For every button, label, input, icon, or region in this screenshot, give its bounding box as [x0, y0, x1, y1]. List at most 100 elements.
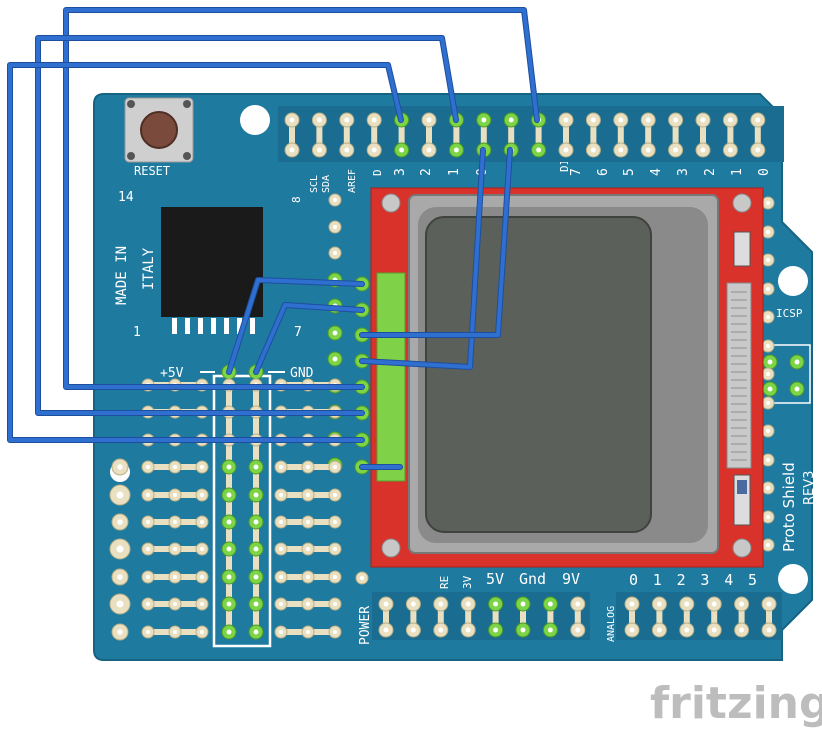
pad-hole — [253, 574, 259, 580]
pad-hole — [332, 464, 338, 470]
pad-hole — [199, 464, 205, 470]
pad-hole — [383, 627, 389, 633]
plus5v-label: +5V — [160, 366, 184, 381]
pad-hole — [305, 629, 311, 635]
pad-hole — [199, 601, 205, 607]
pad-hole — [278, 546, 284, 552]
pad-hole — [199, 574, 205, 580]
pad-hole — [116, 545, 124, 553]
pad-hole — [520, 601, 526, 607]
chip-pin — [198, 318, 203, 334]
power-rail-outline — [212, 374, 272, 648]
power-pin-label: 5V — [486, 570, 504, 588]
pad-hole — [767, 386, 773, 392]
wire — [64, 8, 539, 389]
digital-pin-label: 0 — [757, 168, 772, 176]
pad-hole — [727, 147, 733, 153]
chip-ic — [161, 207, 263, 317]
wire — [360, 148, 485, 369]
pad-hole — [278, 601, 284, 607]
pad-hole — [547, 627, 553, 633]
pad-hole — [520, 627, 526, 633]
pad-hole — [116, 491, 124, 499]
pad-hole — [289, 147, 295, 153]
pad-hole — [493, 627, 499, 633]
pad-hole — [305, 574, 311, 580]
pad-hole — [711, 601, 717, 607]
pad-hole — [199, 629, 205, 635]
pad-hole — [765, 400, 771, 406]
digital-pin-label: 7 — [569, 168, 584, 176]
pad-hole — [226, 492, 232, 498]
pad-hole — [755, 147, 761, 153]
pad-hole — [673, 117, 679, 123]
reset-button[interactable] — [124, 97, 194, 163]
digital-pin-label: 4 — [649, 168, 664, 176]
pad-hole — [316, 147, 322, 153]
icsp-label: ICSP — [776, 307, 803, 320]
chip-pin7-label: 7 — [294, 325, 302, 340]
pad-hole — [794, 359, 800, 365]
pad-hole — [766, 627, 772, 633]
pad-hole — [172, 492, 178, 498]
pad-hole — [465, 627, 471, 633]
gnd-label: GND — [290, 366, 314, 381]
pad-hole — [765, 485, 771, 491]
fritzing-watermark: fritzing — [650, 678, 822, 729]
pad-hole — [278, 629, 284, 635]
digital-pin-label: 2 — [703, 168, 718, 176]
wire — [254, 303, 364, 374]
pad-hole — [332, 224, 338, 230]
pad-hole — [332, 519, 338, 525]
pad-hole — [371, 117, 377, 123]
pad-hole — [145, 601, 151, 607]
digital-pin-label: 1 — [447, 168, 462, 176]
pad-hole — [289, 117, 295, 123]
wire — [8, 63, 403, 442]
chip-pin — [224, 318, 229, 334]
pad-hole — [226, 464, 232, 470]
mounting-hole — [778, 266, 808, 296]
pad-hole — [172, 519, 178, 525]
pad-hole — [332, 492, 338, 498]
pad-hole — [766, 601, 772, 607]
pad-hole — [765, 542, 771, 548]
lcd-mount-hole — [732, 538, 752, 558]
power-pin-label: 9V — [562, 570, 580, 588]
pad-hole — [117, 629, 123, 635]
power-pin-label: Gnd — [519, 570, 546, 588]
pad-hole — [253, 519, 259, 525]
pad-hole — [765, 457, 771, 463]
pad-hole — [656, 627, 662, 633]
lcd-led — [737, 480, 747, 494]
lcd-side-ribs — [731, 291, 747, 461]
pad-hole — [547, 601, 553, 607]
pad-hole — [438, 601, 444, 607]
reset-label: RESET — [134, 164, 170, 178]
pad-hole — [305, 519, 311, 525]
pad-hole — [765, 200, 771, 206]
analog-pin-label: 3 — [700, 571, 709, 589]
pad-hole — [618, 147, 624, 153]
pad-hole — [765, 514, 771, 520]
power-pin-label: RE — [438, 576, 451, 589]
pad-hole — [426, 117, 432, 123]
digital-pin-label: 3 — [393, 168, 408, 176]
digital-pin-label: 2 — [419, 168, 434, 176]
pad-hole — [344, 147, 350, 153]
pad-hole — [117, 574, 123, 580]
pad-hole — [575, 627, 581, 633]
pad-hole — [172, 601, 178, 607]
pad-hole — [629, 627, 635, 633]
pad-hole — [117, 464, 123, 470]
pad-hole — [739, 627, 745, 633]
pad-hole — [226, 546, 232, 552]
wire — [36, 36, 458, 415]
pad-hole — [199, 492, 205, 498]
pad-hole — [508, 117, 514, 123]
pad-hole — [316, 117, 322, 123]
lcd-pin-connector — [376, 272, 406, 482]
mounting-hole — [778, 564, 808, 594]
pad-hole — [700, 117, 706, 123]
chip-pin1-label: 1 — [133, 325, 141, 340]
